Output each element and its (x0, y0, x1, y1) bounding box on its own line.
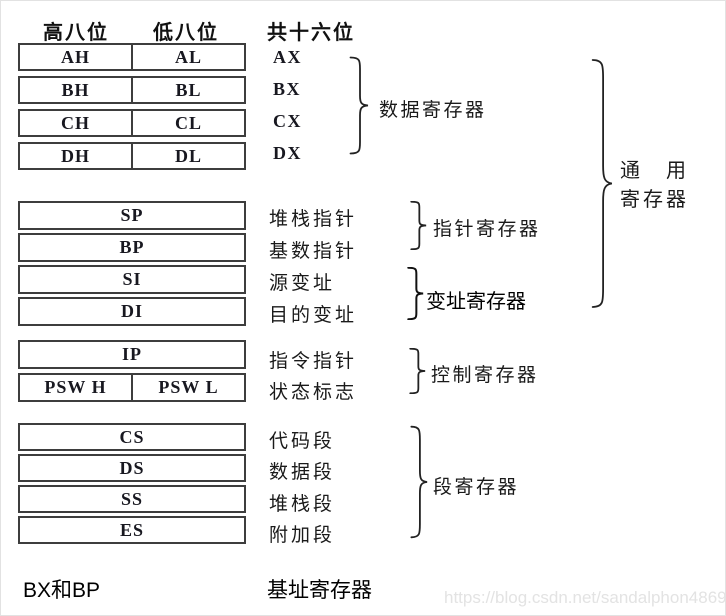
desc-stack-pointer: 堆栈指针 (269, 209, 358, 230)
brace-index-registers (407, 267, 424, 320)
register-cell-bh: BH (20, 78, 133, 102)
brace-control-registers (409, 348, 426, 394)
brace-general-registers (591, 58, 613, 309)
register-cell-cl: CL (174, 112, 202, 133)
desc-status-flags: 状态标志 (269, 382, 358, 403)
label-data-registers: 数据寄存器 (379, 100, 487, 121)
label-segment-registers: 段寄存器 (433, 477, 520, 498)
word-label-cx: CX (273, 111, 302, 131)
register-cell-psw-h: PSW H (20, 375, 133, 400)
table-row: CH CL (18, 109, 246, 137)
register-cell-dh: DH (20, 144, 133, 168)
register-cell-ah: AH (20, 45, 133, 69)
footer-note-bx-bp: BX和BP (23, 579, 101, 602)
register-cell-cs: CS (119, 426, 145, 447)
desc-extra-segment: 附加段 (269, 525, 336, 546)
register-cell-ip: IP (122, 344, 142, 364)
pointer-index-registers-table: SP BP SI DI (18, 201, 246, 329)
desc-destination-index: 目的变址 (269, 305, 358, 326)
desc-stack-segment: 堆栈段 (269, 494, 336, 515)
register-cell-sp: SP (120, 205, 144, 225)
desc-data-segment: 数据段 (269, 462, 336, 483)
label-control-registers: 控制寄存器 (431, 365, 539, 386)
register-cell-si: SI (122, 269, 142, 289)
table-row: DI (18, 297, 246, 326)
control-registers-table: IP PSW H PSW L (18, 340, 246, 406)
register-cell-di: DI (120, 301, 143, 321)
watermark-url: https://blog.csdn.net/sandalphon4869 (444, 588, 726, 607)
brace-segment-registers (410, 425, 428, 539)
label-index-registers: 变址寄存器 (426, 291, 526, 313)
table-row: CS (18, 423, 246, 451)
data-registers-table: AH AL BH BL CH CL DH DL (18, 43, 246, 175)
register-cell-ch: CH (20, 111, 133, 135)
register-cell-bl: BL (175, 79, 202, 100)
table-row: SP (18, 201, 246, 230)
table-row: SI (18, 265, 246, 294)
segment-registers-table: CS DS SS ES (18, 423, 246, 547)
desc-instruction-pointer: 指令指针 (269, 351, 358, 372)
table-row: BH BL (18, 76, 246, 104)
register-cell-psw-l: PSW L (158, 377, 219, 397)
brace-pointer-registers (410, 201, 427, 250)
register-cell-ds: DS (119, 457, 145, 478)
word-label-ax: AX (273, 47, 302, 67)
footer-note-base-registers: 基址寄存器 (267, 579, 372, 602)
label-general-registers-line2: 寄存器 (620, 189, 689, 211)
label-general-registers-line1: 通 用 (620, 160, 689, 182)
label-pointer-registers: 指针寄存器 (433, 219, 541, 240)
table-row: SS (18, 485, 246, 513)
table-row: DS (18, 454, 246, 482)
header-low-byte: 低八位 (153, 22, 219, 44)
table-row: DH DL (18, 142, 246, 170)
table-row: BP (18, 233, 246, 262)
register-cell-al: AL (174, 46, 202, 67)
desc-base-pointer: 基数指针 (269, 241, 358, 262)
register-cell-ss: SS (120, 488, 144, 509)
word-label-dx: DX (273, 143, 302, 163)
header-word: 共十六位 (267, 22, 355, 44)
table-row: ES (18, 516, 246, 544)
table-row: AH AL (18, 43, 246, 71)
header-high-byte: 高八位 (43, 22, 109, 44)
register-cell-bp: BP (119, 237, 145, 257)
register-cell-es: ES (119, 519, 145, 540)
table-row: IP (18, 340, 246, 369)
desc-source-index: 源变址 (269, 273, 336, 294)
register-cell-dl: DL (174, 145, 202, 166)
desc-code-segment: 代码段 (269, 431, 336, 452)
table-row: PSW H PSW L (18, 373, 246, 402)
word-label-bx: BX (273, 79, 302, 99)
brace-data-registers (349, 56, 369, 155)
